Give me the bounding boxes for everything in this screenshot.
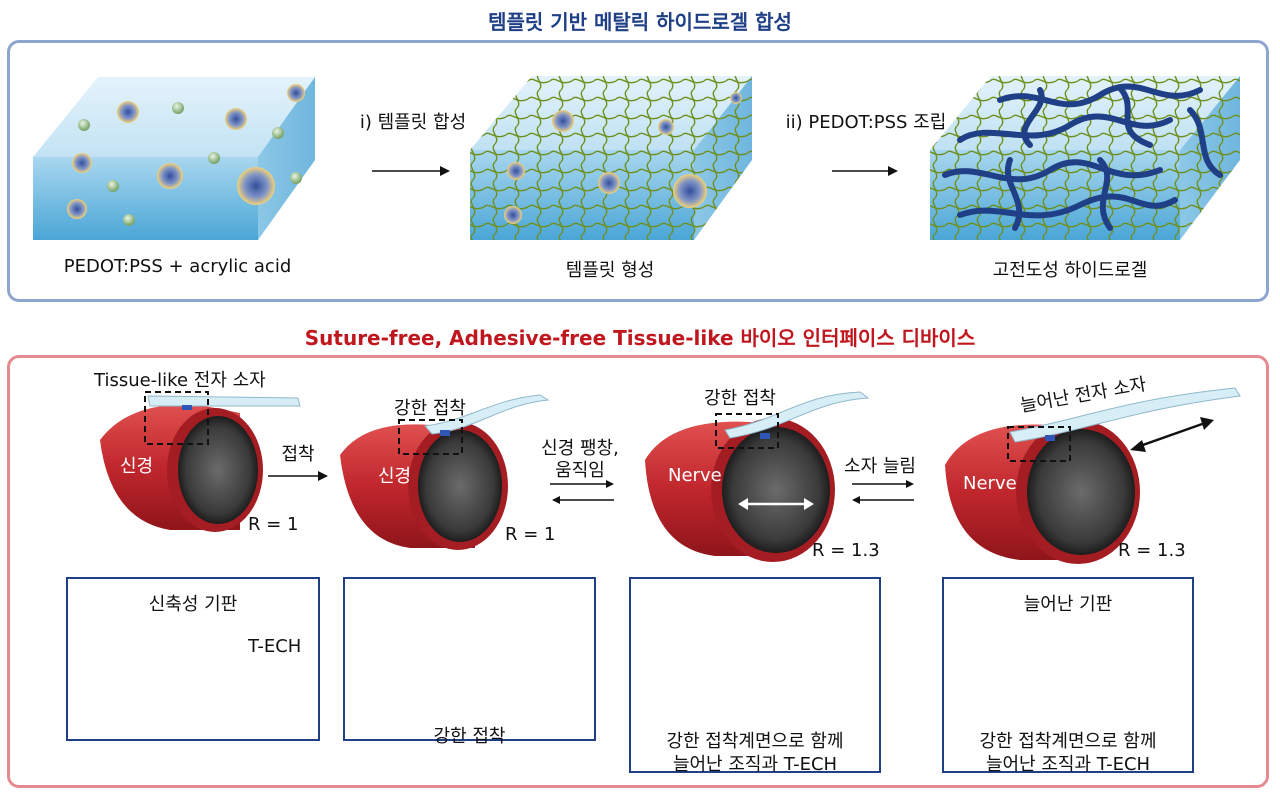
- step1-label: i) 템플릿 합성: [359, 112, 467, 133]
- conductive-hydrogel-caption: 고전도성 하이드로겔: [992, 260, 1148, 281]
- nerve-1-radius: R = 1: [248, 514, 299, 535]
- adhesion-arrow-label: 접착: [281, 444, 315, 465]
- gel-block-template: [470, 76, 752, 240]
- synthesis-panel: [7, 40, 1269, 302]
- stretched-substrate-label: 늘어난 기판: [1023, 594, 1113, 615]
- expansion-label-line2: 움직임: [555, 460, 605, 481]
- synthesis-title: 템플릿 기반 메탈릭 하이드로겔 합성: [488, 10, 792, 34]
- gel-block-precursor: [33, 77, 315, 240]
- tissue-2-label: 조직: [452, 678, 486, 699]
- nerve-3-label: Nerve: [668, 465, 722, 486]
- strong-adhesion-caption: 강한 접착: [433, 726, 506, 747]
- box4-caption-line1: 강한 접착계면으로 함께: [979, 731, 1157, 752]
- template-caption: 템플릿 형성: [565, 260, 655, 281]
- step2-label: ii) PEDOT:PSS 조립: [785, 112, 947, 133]
- nerve-2-radius: R = 1: [505, 524, 556, 545]
- nerve-1-label: 신경: [120, 456, 154, 477]
- nerve-3-radius: R = 1.3: [812, 540, 880, 561]
- nerve-4-label: Nerve: [963, 473, 1017, 494]
- t-ech-label: T-ECH: [248, 636, 302, 657]
- stretch-arrow-label: 소자 늘림: [844, 456, 916, 477]
- stretchable-substrate-label: 신축성 기판: [148, 594, 238, 615]
- nerve-4-radius: R = 1.3: [1118, 540, 1186, 561]
- nerve-3-top-label: 강한 접착: [704, 388, 776, 409]
- box3-caption-line2: 늘어난 조직과 T-ECH: [672, 754, 838, 775]
- detail-box-4: [942, 577, 1194, 773]
- expansion-label-line1: 신경 팽창,: [541, 438, 619, 459]
- tissue-4-label: Tissue: [1044, 673, 1102, 694]
- interface-panel: [7, 355, 1269, 788]
- nerve-4: [945, 387, 1241, 564]
- nerve-3: [645, 391, 870, 562]
- tissue-like-device-label: Tissue-like 전자 소자: [94, 370, 266, 391]
- tissue-1-label: 조직: [177, 680, 211, 701]
- tissue-3-label: Tissue: [736, 673, 794, 694]
- precursor-caption: PEDOT:PSS + acrylic acid: [63, 256, 292, 277]
- detail-box-2: [343, 577, 596, 741]
- nerve-2: [340, 394, 550, 550]
- interface-title: Suture-free, Adhesive-free Tissue-like 바…: [304, 326, 976, 350]
- nerve-1: [100, 391, 301, 532]
- detail-box-3: [629, 577, 881, 773]
- box4-caption-line2: 늘어난 조직과 T-ECH: [985, 754, 1151, 775]
- nerve-2-label: 신경: [378, 466, 412, 487]
- nerve-2-top-label: 강한 접착: [394, 398, 466, 419]
- detail-box-1: [66, 577, 320, 741]
- box3-caption-line1: 강한 접착계면으로 함께: [666, 731, 844, 752]
- gel-block-conductive: [930, 76, 1240, 240]
